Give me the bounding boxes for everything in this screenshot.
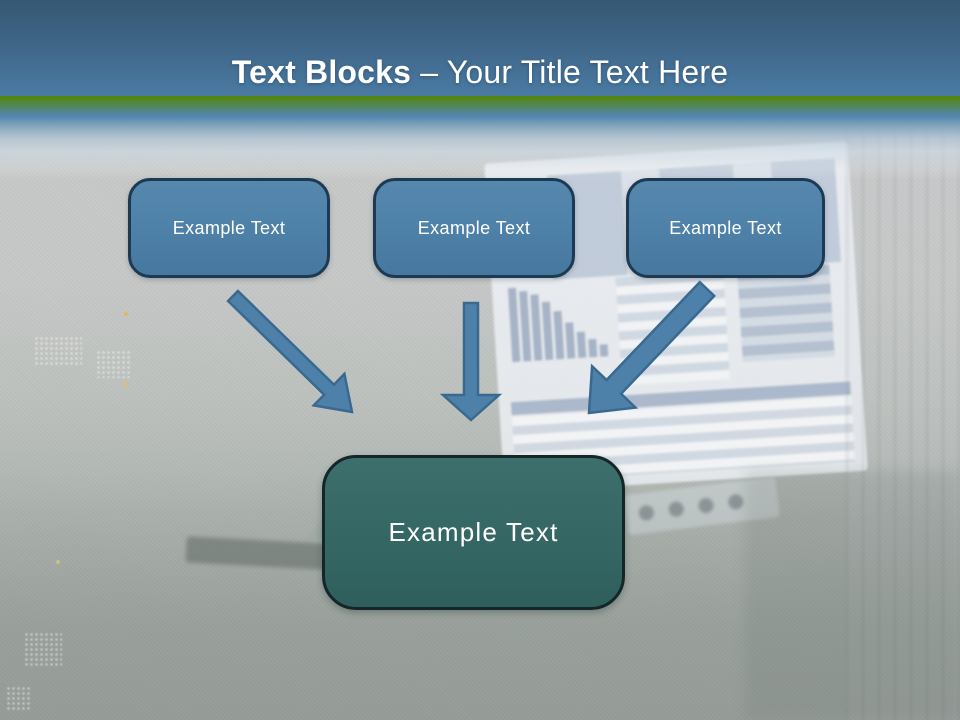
header-fade-haze	[0, 118, 960, 180]
background-rack-right	[845, 130, 960, 720]
result-block: Example Text	[322, 455, 625, 610]
background-vent-grille	[96, 350, 130, 378]
page-title-regular: – Your Title Text Here	[411, 54, 729, 90]
background-rack-tower	[745, 470, 960, 720]
page-title: Text Blocks – Your Title Text Here	[0, 52, 960, 92]
background-monitor-barchart	[507, 278, 609, 363]
background-led-amber	[124, 382, 128, 386]
background-vent-grille	[34, 336, 82, 366]
text-block-3: Example Text	[626, 178, 825, 278]
background-monitor-panel-right	[737, 264, 835, 363]
text-block-1: Example Text	[128, 178, 330, 278]
background-vent-grille	[24, 632, 62, 666]
text-block-2-label: Example Text	[417, 217, 531, 238]
page-title-bold: Text Blocks	[231, 54, 412, 90]
background-monitor-table-small	[615, 271, 730, 386]
background-vent-grille	[6, 686, 32, 712]
text-block-3-label: Example Text	[669, 217, 782, 238]
result-block-label: Example Text	[388, 517, 559, 547]
text-block-1-label: Example Text	[172, 217, 286, 238]
text-block-2: Example Text	[373, 178, 575, 278]
header-gradient-band	[0, 0, 960, 175]
background-led-amber	[124, 312, 128, 316]
background-led-yellow	[56, 560, 60, 564]
